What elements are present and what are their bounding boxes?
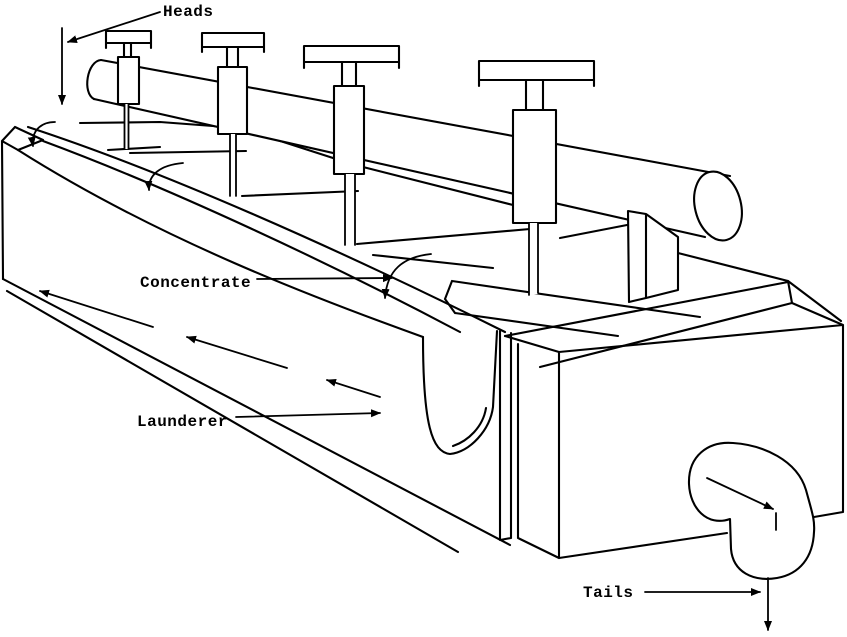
drop-flow-arrow-3 (381, 253, 432, 299)
trough-front-rim (16, 148, 425, 339)
pipe-open-end (693, 170, 743, 242)
label-launderer: Launderer (137, 413, 228, 431)
valve-3 (302, 44, 401, 246)
valve-stem (122, 41, 133, 59)
trough-back-rim (26, 125, 507, 334)
valve-handle-ticks (104, 41, 153, 50)
valve-body (116, 55, 141, 106)
drop-pipe-fill (124, 104, 129, 149)
tails-box (503, 223, 845, 560)
valve-handle-ticks (200, 45, 266, 54)
drop-flow-arrow-1 (27, 121, 56, 147)
trough-back-rim-inner (41, 139, 462, 334)
spout-flow-arrow (706, 477, 774, 510)
valve-1 (104, 29, 153, 150)
pipe-support (626, 209, 680, 304)
annotations: Heads Concentrate Launderer Tails (27, 3, 761, 602)
drop-pipe-fill (230, 134, 236, 196)
valve-stem (524, 78, 545, 112)
box-rear-rim (503, 223, 794, 369)
launder-trough (0, 120, 702, 554)
valve-handle (302, 44, 401, 64)
valve-handle (477, 59, 596, 82)
trough-u-end (421, 329, 499, 456)
pipe-body-fill (87, 60, 731, 237)
valve-stem (225, 45, 240, 69)
pipe-bottom-edge (92, 97, 707, 239)
drop-pipe-fill (345, 174, 355, 245)
pipe-top-edge (99, 58, 732, 178)
flow-arrow-2 (186, 335, 288, 369)
valve-body (332, 84, 366, 176)
flow-arrow-1 (39, 289, 154, 328)
valve-2 (200, 31, 266, 197)
box-outline (503, 279, 845, 560)
trough-end-wall (498, 329, 513, 542)
heads-leader-arrow (67, 11, 161, 44)
drop-pipe (528, 222, 539, 296)
deck-detail-lines (106, 145, 532, 270)
valve-handle (200, 31, 266, 49)
header-pipe (86, 58, 743, 304)
drop-pipe (123, 103, 130, 150)
drop-pipe-fill (529, 223, 538, 294)
trough-left-end (0, 125, 45, 281)
valve-stem (340, 60, 358, 88)
valve-4 (477, 59, 596, 296)
valve-handle-ticks (302, 60, 401, 70)
valve-body (511, 108, 558, 225)
spout-outline (687, 441, 816, 580)
drop-pipe (229, 133, 237, 197)
launderer-leader-arrow (235, 409, 381, 418)
flow-arrow-3 (326, 378, 381, 398)
deck-front-rim (443, 279, 702, 338)
valve-handle (104, 29, 153, 45)
trough-bottom-edge (1, 277, 512, 554)
label-heads: Heads (163, 3, 214, 21)
label-tails: Tails (583, 584, 634, 602)
discharge-spout (687, 441, 816, 631)
valve-handle-ticks (477, 78, 596, 88)
pipe-left-cap (86, 58, 103, 101)
valve-body (216, 65, 249, 136)
drop-flow-arrow-2 (144, 162, 184, 191)
drop-pipe (344, 173, 356, 246)
label-concentrate: Concentrate (140, 274, 251, 292)
concentrate-leader-arrow (256, 274, 393, 283)
